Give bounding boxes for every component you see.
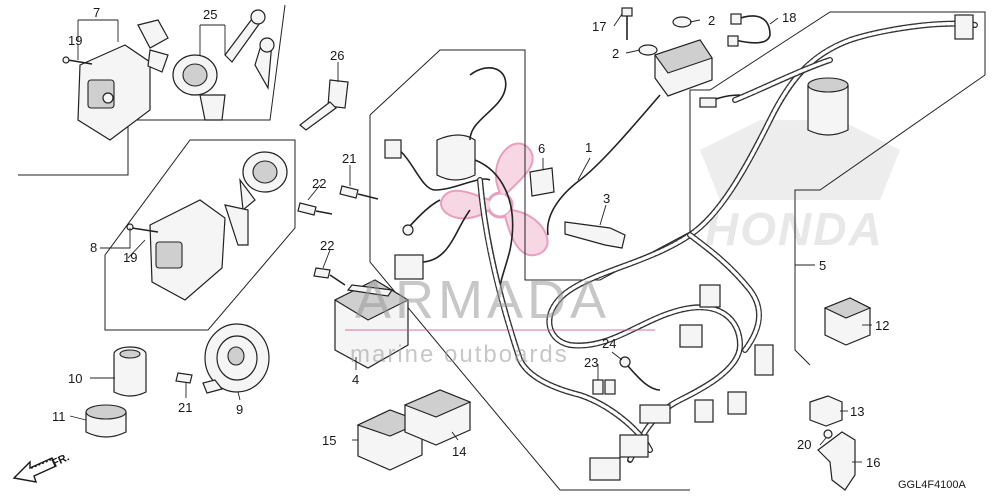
callout-7: 7	[93, 5, 100, 20]
callout-18: 18	[782, 10, 796, 25]
callout-8: 8	[90, 240, 97, 255]
washer-2a	[672, 16, 692, 28]
direction-label: FR.	[50, 451, 71, 469]
callout-26: 26	[330, 48, 344, 63]
callout-22-upper: 22	[312, 176, 326, 191]
fuse-24	[619, 356, 661, 391]
relay-12	[823, 297, 872, 346]
watermark-brand: ARMADA	[355, 270, 610, 330]
callout-9: 9	[236, 402, 243, 417]
honda-logo-text: HONDA	[705, 203, 884, 255]
ignition-switch-7	[77, 19, 169, 141]
callout-3: 3	[603, 191, 610, 206]
callout-17: 17	[592, 19, 606, 34]
watermark-tagline: marine outboards	[350, 341, 569, 368]
fuse-23	[592, 379, 616, 395]
relay-13	[809, 395, 843, 427]
armada-logo-icon	[440, 142, 549, 257]
callout-2-lower: 2	[612, 46, 619, 61]
clip-6	[529, 167, 555, 197]
bolt-22-upper	[297, 202, 333, 216]
callout-13: 13	[850, 404, 864, 419]
callout-19-lower: 19	[123, 250, 137, 265]
callout-21-lower: 21	[178, 400, 192, 415]
callout-10: 10	[68, 371, 82, 386]
callout-2-upper: 2	[708, 13, 715, 28]
callout-22-lower: 22	[320, 238, 334, 253]
drawing-code: GGL4F4100A	[898, 479, 967, 491]
wire-lead-18	[727, 13, 771, 47]
callout-4: 4	[352, 372, 359, 387]
leader-lines	[69, 13, 872, 463]
connector-14	[403, 389, 472, 446]
key-set-25	[172, 9, 275, 121]
bracket-16	[817, 429, 856, 491]
washer-2b	[638, 44, 658, 56]
main-wire-harness-5	[477, 14, 978, 481]
callout-20: 20	[797, 437, 811, 452]
honda-watermark: HONDA	[700, 120, 900, 255]
callout-6: 6	[538, 141, 545, 156]
relay-26	[299, 79, 349, 131]
bolt-21-upper	[339, 185, 379, 200]
callout-21-upper: 21	[342, 151, 356, 166]
callout-14: 14	[452, 444, 466, 459]
horn-9	[175, 323, 270, 394]
armada-watermark: ARMADA marine outboards	[345, 270, 655, 368]
regulator-rectifier-4	[333, 279, 410, 369]
callout-16: 16	[866, 455, 880, 470]
callout-19-upper: 19	[68, 33, 82, 48]
callout-labels: 7 25 19 8 19 26 21 22 22 4 9 21 10 11 15…	[52, 5, 889, 470]
sub-harness	[384, 66, 514, 291]
callout-24: 24	[602, 336, 616, 351]
callout-1: 1	[585, 140, 592, 155]
callout-25: 25	[203, 7, 217, 22]
bolt-22-lower	[313, 267, 346, 286]
callout-12: 12	[875, 318, 889, 333]
ignition-coil-1	[546, 39, 713, 236]
screw-19-upper	[62, 56, 93, 65]
callout-15: 15	[322, 433, 336, 448]
callout-23: 23	[584, 355, 598, 370]
socket-10	[113, 346, 147, 397]
spark-plug-cap-3	[564, 221, 626, 249]
cap-11	[85, 404, 127, 438]
front-direction-arrow-icon: FR.	[12, 451, 71, 483]
ignition-switch-8	[126, 151, 288, 301]
bolt-17	[621, 7, 633, 40]
callout-5: 5	[819, 258, 826, 273]
callout-11: 11	[52, 409, 66, 424]
